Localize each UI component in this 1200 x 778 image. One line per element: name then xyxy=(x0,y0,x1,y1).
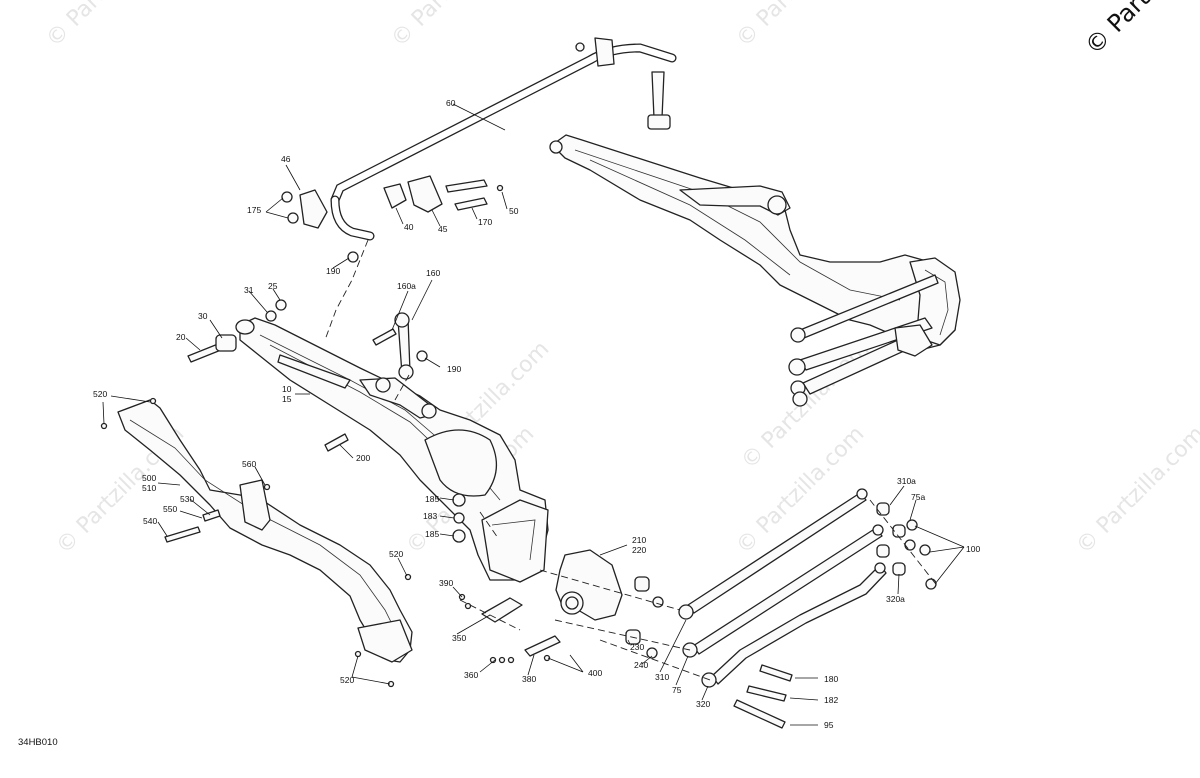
callout-label: 160a xyxy=(397,281,416,291)
callout-label: 100 xyxy=(966,544,980,554)
diagram-code: 34HB010 xyxy=(18,737,58,748)
callout-label: 520 xyxy=(389,549,403,559)
corner-copyright-mark: © Partz xyxy=(1079,0,1164,60)
callout-label: 360 xyxy=(464,670,478,680)
callout-label: 530 xyxy=(180,494,194,504)
callout-label: 380 xyxy=(522,674,536,684)
callout-label: 200 xyxy=(356,453,370,463)
callout-label: 75a xyxy=(911,492,925,502)
callout-label: 320a xyxy=(886,594,905,604)
callout-label: 560 xyxy=(242,459,256,469)
callout-label: 510 xyxy=(142,483,156,493)
watermark-layer: © Partzilla.com © Partzilla.com © Partzill… xyxy=(42,0,1200,559)
callout-label: 190 xyxy=(326,266,340,276)
callout-label: 230 xyxy=(630,642,644,652)
callout-label: 240 xyxy=(634,660,648,670)
callout-label: 220 xyxy=(632,545,646,555)
support-bracket xyxy=(100,397,413,688)
callout-label: 183 xyxy=(423,511,437,521)
knuckle-and-mounts xyxy=(452,493,664,664)
callout-label: 95 xyxy=(824,720,834,730)
callout-label: 310a xyxy=(897,476,916,486)
callout-label: 60 xyxy=(446,98,456,108)
watermark-text: © Partzilla.com xyxy=(42,0,180,52)
watermark-text: © Partzilla.com xyxy=(1072,422,1200,560)
control-arms xyxy=(678,488,937,729)
callout-label: 190 xyxy=(447,364,461,374)
callout-label: 310 xyxy=(655,672,669,682)
callout-label: 350 xyxy=(452,633,466,643)
callout-label: 210 xyxy=(632,535,646,545)
callout-label: 30 xyxy=(198,311,208,321)
assembled-trailing-arm-view xyxy=(549,134,961,407)
callout-label: 320 xyxy=(696,699,710,709)
callout-label: 500 xyxy=(142,473,156,483)
leader-lines xyxy=(102,103,965,726)
callout-label: 175 xyxy=(247,205,261,215)
callout-label: 46 xyxy=(281,154,291,164)
callout-label: 182 xyxy=(824,695,838,705)
callout-label: 550 xyxy=(163,504,177,514)
callout-label: 20 xyxy=(176,332,186,342)
callout-label: 400 xyxy=(588,668,602,678)
callout-label: 520 xyxy=(93,389,107,399)
callout-label: 15 xyxy=(282,394,292,404)
callout-label: 180 xyxy=(824,674,838,684)
callout-label: 50 xyxy=(509,206,519,216)
callout-label: 390 xyxy=(439,578,453,588)
callout-label: 160 xyxy=(426,268,440,278)
callout-label: 185 xyxy=(425,494,439,504)
watermark-text: © Partzilla.com xyxy=(387,0,525,52)
callout-label: 10 xyxy=(282,384,292,394)
stabilizer-bar xyxy=(281,37,677,263)
watermark-text: © Partzilla.com xyxy=(732,0,870,52)
callout-label: 75 xyxy=(672,685,682,695)
callout-label: 520 xyxy=(340,675,354,685)
callout-label: 25 xyxy=(268,281,278,291)
callout-label: 540 xyxy=(143,516,157,526)
callout-label: 31 xyxy=(244,285,254,295)
callout-label: 185 xyxy=(425,529,439,539)
callout-label: 45 xyxy=(438,224,448,234)
trailing-arm xyxy=(187,317,549,583)
callout-label: 40 xyxy=(404,222,414,232)
callout-label: 170 xyxy=(478,217,492,227)
stabilizer-link xyxy=(265,299,428,380)
